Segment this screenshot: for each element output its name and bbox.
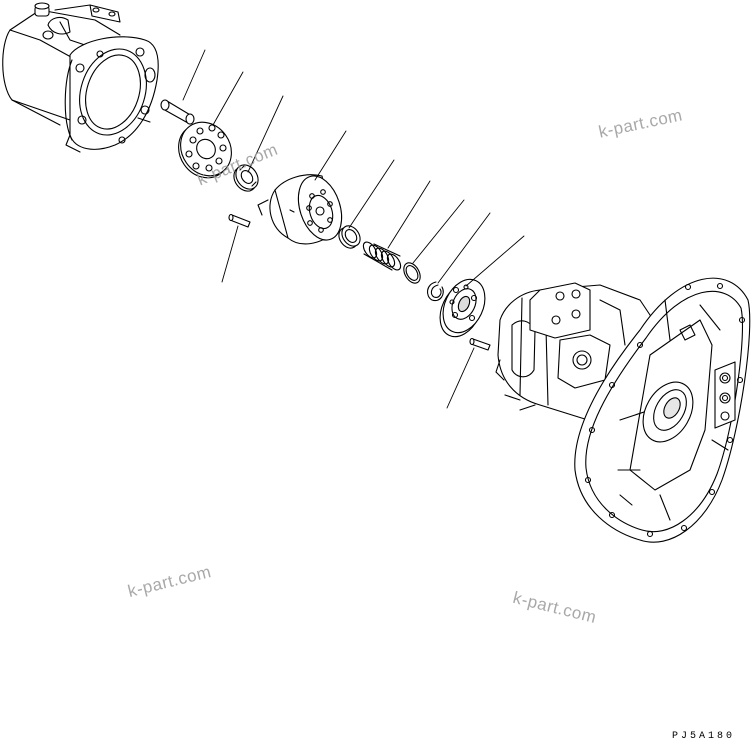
dowel-pin-right: [469, 337, 491, 351]
bearing-plate: [439, 278, 486, 338]
cylinder-block: [257, 174, 343, 245]
leader-lines: [182, 49, 525, 409]
spacer-ring: [338, 225, 361, 249]
pump-housing-cover: [2, 2, 159, 153]
dowel-pin-left: [228, 213, 251, 228]
drawing-code: PJ5A180: [672, 731, 736, 742]
bearing: [233, 164, 259, 192]
spring: [362, 241, 402, 271]
retaining-ring: [403, 262, 421, 284]
snap-ring: [427, 281, 444, 302]
valve-plate: [178, 121, 232, 179]
shaft-pin: [160, 99, 195, 125]
main-pump-assembly: [495, 277, 751, 543]
